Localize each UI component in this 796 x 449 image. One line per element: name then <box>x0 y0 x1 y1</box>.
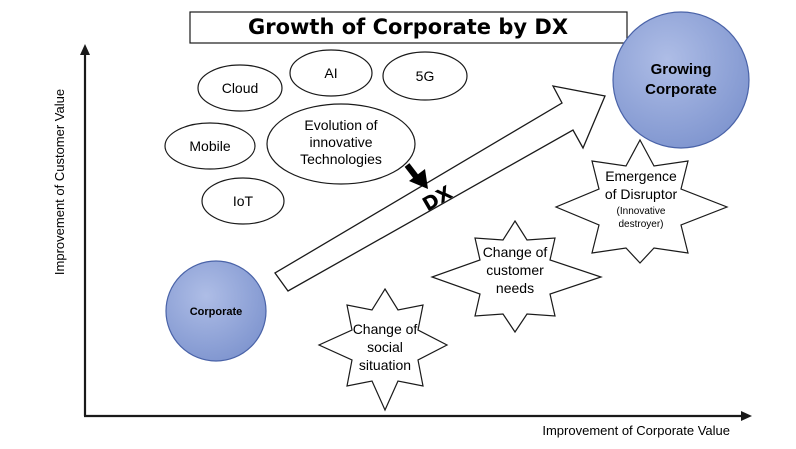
mobile-bubble <box>164 122 256 170</box>
disruptor-line1: Emergence <box>605 168 677 184</box>
iot-bubble <box>201 177 285 225</box>
mobile-label: Mobile <box>189 138 230 154</box>
y-axis-label: Improvement of Customer Value <box>52 89 67 275</box>
growing-corporate-node: Growing Corporate <box>612 11 750 149</box>
5g-bubble <box>382 51 468 101</box>
customer-needs-line1: Change of <box>483 244 548 260</box>
corporate-circle <box>165 260 267 362</box>
technology-bubbles: Cloud AI 5G Mobile IoT Evolution of inno… <box>164 49 468 225</box>
y-axis-arrowhead <box>80 44 90 55</box>
diagram-title: Growth of Corporate by DX <box>248 15 568 39</box>
5g-label: 5G <box>416 68 435 84</box>
iot-label: IoT <box>233 193 254 209</box>
title-box: Growth of Corporate by DX <box>189 11 628 44</box>
ai-bubble <box>289 49 373 97</box>
x-axis-arrowhead <box>741 411 752 421</box>
axes: Improvement of Corporate Value Improveme… <box>52 44 752 438</box>
disruptor-star: Emergence of Disruptor (Innovative destr… <box>554 138 729 264</box>
social-situation-star: Change of social situation <box>317 287 449 412</box>
evolution-label-line3: Technologies <box>300 151 382 167</box>
customer-needs-star: Change of customer needs <box>430 219 603 334</box>
growing-corporate-label-line1: Growing <box>651 61 712 78</box>
disruptor-note-line2: destroyer) <box>618 219 663 230</box>
customer-needs-line3: needs <box>496 280 534 296</box>
social-situation-line3: situation <box>359 357 411 373</box>
disruptor-note-line1: (Innovative <box>617 206 666 217</box>
cloud-bubble <box>197 64 283 112</box>
cloud-label: Cloud <box>222 80 259 96</box>
corporate-label: Corporate <box>190 306 243 318</box>
evolution-bubble <box>266 103 416 185</box>
growing-corporate-circle <box>612 11 750 149</box>
ai-label: AI <box>324 65 337 81</box>
x-axis-label: Improvement of Corporate Value <box>542 423 730 438</box>
disruptor-line2: of Disruptor <box>605 186 678 202</box>
growing-corporate-label-line2: Corporate <box>645 81 717 98</box>
customer-needs-line2: customer <box>486 262 544 278</box>
evolution-label-line1: Evolution of <box>304 117 377 133</box>
corporate-start-node: Corporate <box>165 260 267 362</box>
evolution-to-dx-arrow <box>404 163 428 189</box>
social-situation-line2: social <box>367 339 403 355</box>
evolution-label-line2: innovative <box>309 134 372 150</box>
social-situation-line1: Change of <box>353 321 418 337</box>
